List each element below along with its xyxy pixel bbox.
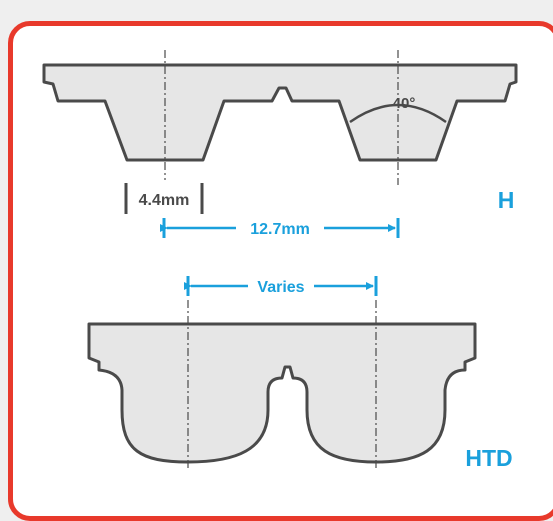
profile-h-label: H — [498, 187, 515, 213]
htd-belt-profile — [87, 322, 477, 464]
tooth-width-label: 4.4mm — [139, 192, 190, 209]
pitch-h-label: 12.7mm — [250, 221, 310, 238]
pitch-htd-label: Varies — [257, 279, 304, 296]
diagram-card — [8, 21, 553, 521]
belt-profile-diagram: 40° 4.4mm 12.7mm Varies H HTD — [42, 50, 518, 471]
angle-arc — [349, 103, 447, 124]
angle-label: 40° — [393, 95, 416, 112]
profile-htd-label: HTD — [465, 445, 512, 471]
h-belt-profile — [42, 63, 518, 162]
